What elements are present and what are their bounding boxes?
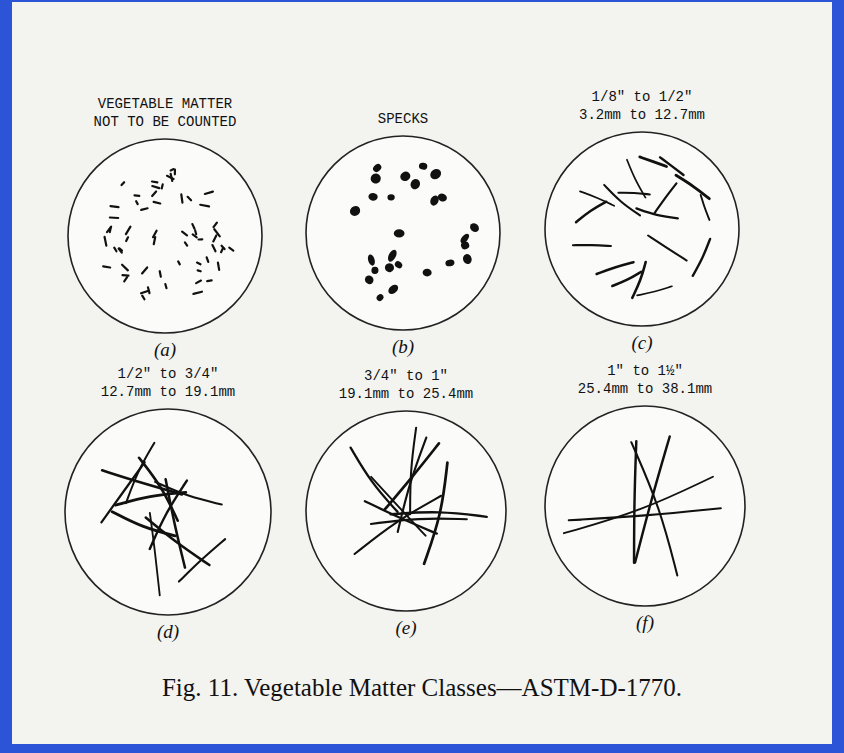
sample-circle: 3/4" to 1"19.1mm to 25.4mm (e): [276, 321, 536, 651]
circle-border: [65, 409, 271, 615]
class-heading: VEGETABLE MATTER NOT TO BE COUNTED: [35, 95, 295, 131]
metric-range: 12.7mm to 19.1mm: [68, 383, 268, 401]
circle-border: [306, 136, 500, 330]
panel-letter: (f): [515, 612, 775, 634]
circle-border: [306, 411, 506, 611]
class-heading: 1/2" to 3/4"12.7mm to 19.1mm: [38, 365, 298, 401]
metric-range: 19.1mm to 25.4mm: [306, 385, 506, 403]
circle-outline: [273, 46, 533, 370]
panel-letter: (d): [38, 621, 298, 643]
class-heading: SPECKS: [273, 110, 533, 128]
size-range: 1" to 1½": [545, 362, 745, 380]
size-range: 1/2" to 3/4": [68, 365, 268, 383]
fiber-sample: [348, 162, 481, 302]
circle-border: [68, 139, 262, 333]
class-heading: 1/8" to 1/2"3.2mm to 12.7mm: [512, 88, 772, 124]
sample-circle: SPECKS (b): [273, 46, 533, 370]
fiber-sample: [564, 436, 721, 575]
sample-circle: 1" to 1½"25.4mm to 38.1mm (f): [515, 316, 775, 646]
sample-circle: 1/8" to 1/2"3.2mm to 12.7mm (c): [512, 42, 772, 366]
panel-letter: (e): [276, 617, 536, 639]
panel-letter: (a): [35, 339, 295, 361]
size-range: SPECKS: [303, 110, 503, 128]
size-range: VEGETABLE MATTER NOT TO BE COUNTED: [85, 95, 245, 131]
sample-circle: VEGETABLE MATTER NOT TO BE COUNTED (a): [35, 49, 295, 373]
class-heading: 3/4" to 1"19.1mm to 25.4mm: [276, 367, 536, 403]
sample-circle: 1/2" to 3/4"12.7mm to 19.1mm (d): [38, 319, 298, 655]
fiber-sample: [351, 428, 487, 564]
figure-caption: Fig. 11. Vegetable Matter Classes—ASTM-D…: [0, 674, 844, 702]
panel-letter: (b): [273, 336, 533, 358]
size-range: 1/8" to 1/2": [542, 88, 742, 106]
metric-range: 25.4mm to 38.1mm: [545, 380, 745, 398]
scanned-page: [12, 2, 832, 744]
circle-border: [545, 406, 745, 606]
class-heading: 1" to 1½"25.4mm to 38.1mm: [515, 362, 775, 398]
size-range: 3/4" to 1": [306, 367, 506, 385]
circle-border: [545, 132, 739, 326]
fiber-sample: [573, 157, 710, 298]
fiber-sample: [103, 169, 233, 299]
fiber-sample: [101, 443, 225, 596]
panel-letter: (c): [512, 332, 772, 354]
metric-range: 3.2mm to 12.7mm: [542, 106, 742, 124]
